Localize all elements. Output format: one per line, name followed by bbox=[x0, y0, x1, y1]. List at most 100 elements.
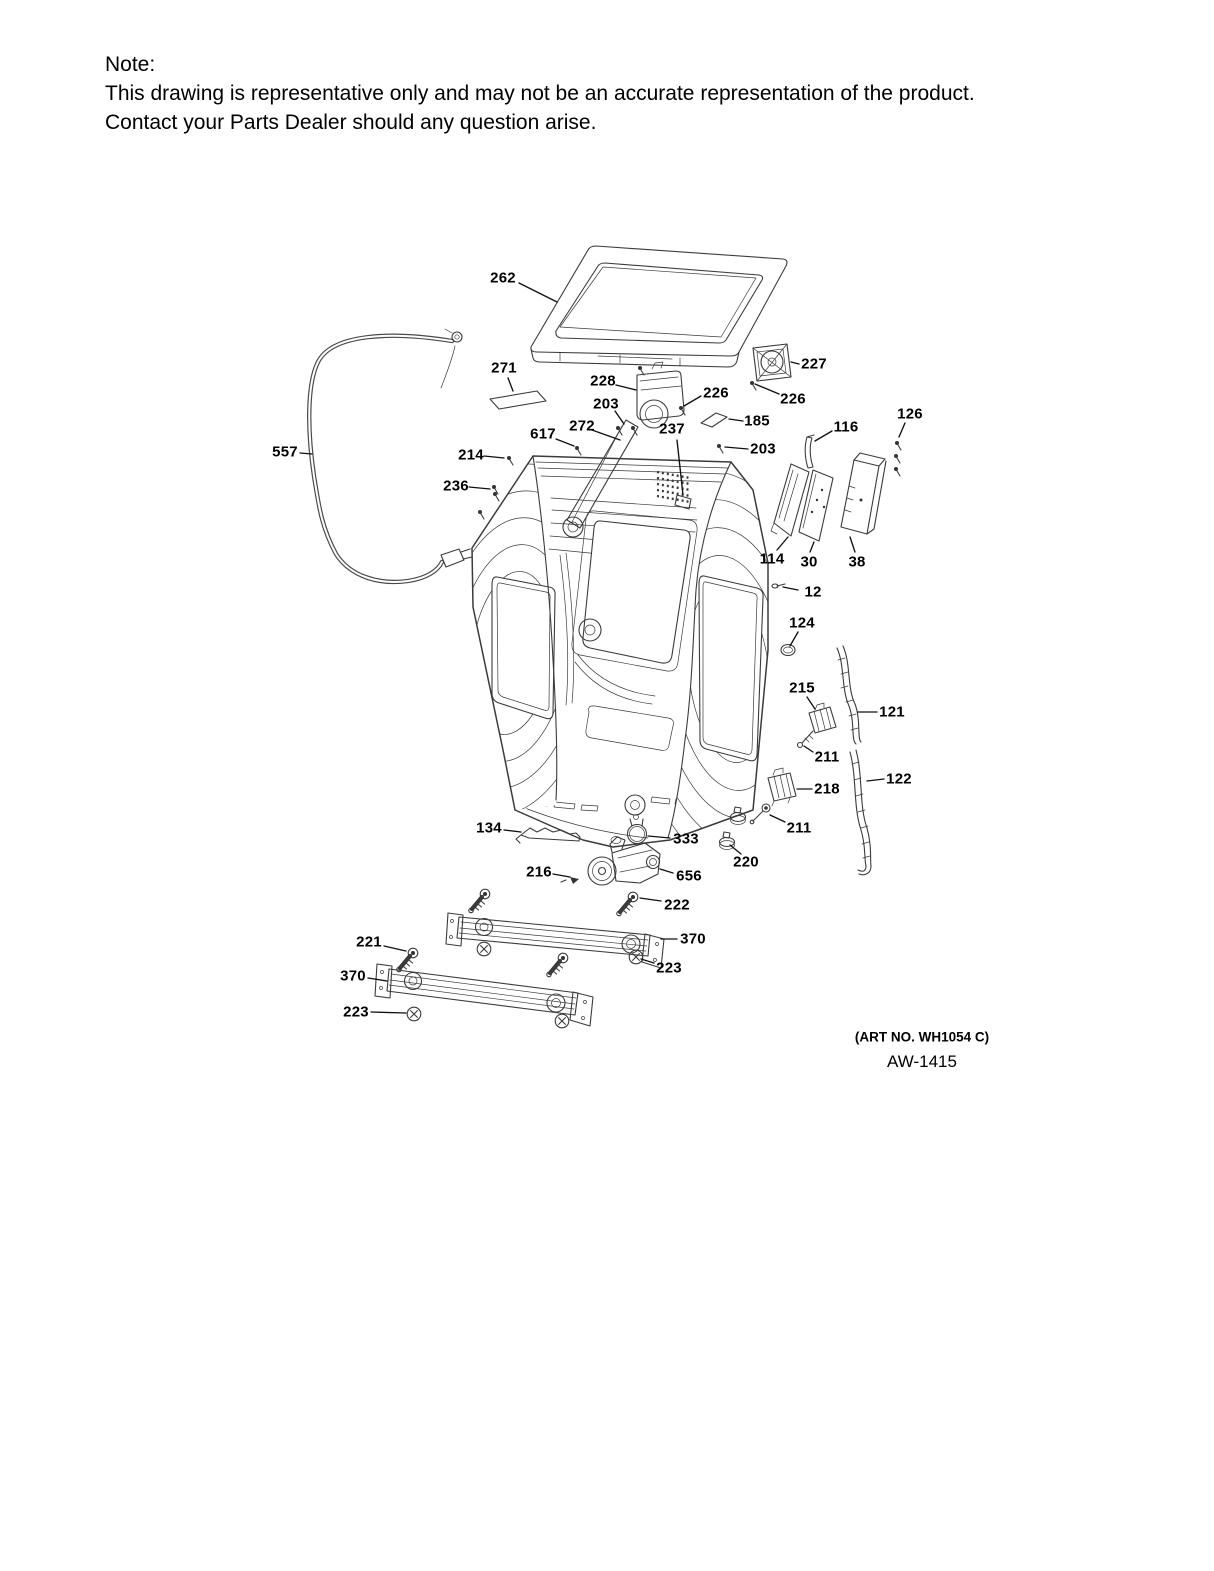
leader-221-35 bbox=[383, 945, 407, 952]
leader-12-20 bbox=[782, 586, 799, 591]
leader-222-33 bbox=[639, 897, 662, 902]
callout-203-14: 203 bbox=[750, 440, 776, 458]
part-12-art bbox=[771, 583, 786, 589]
callout-12-20: 12 bbox=[804, 583, 822, 601]
callout-220-28: 220 bbox=[733, 853, 759, 871]
callout-122-25: 122 bbox=[886, 770, 912, 788]
callout-227-7: 227 bbox=[801, 355, 827, 373]
leader-122-25 bbox=[866, 778, 885, 782]
part-222-art bbox=[617, 892, 638, 916]
leader-114-17 bbox=[776, 536, 789, 551]
callout-237-13: 237 bbox=[659, 420, 685, 438]
callout-203-4: 203 bbox=[593, 395, 619, 413]
callout-226-6: 226 bbox=[780, 390, 806, 408]
part-262-art bbox=[530, 245, 788, 368]
part-333-art bbox=[626, 814, 648, 845]
screw-617 bbox=[574, 445, 582, 456]
part-38-art bbox=[840, 452, 887, 535]
screw-203-right bbox=[716, 443, 724, 454]
callout-211-24: 211 bbox=[814, 748, 840, 766]
part-272-art bbox=[566, 419, 639, 529]
leader-656-32 bbox=[659, 868, 674, 874]
part-114-art bbox=[770, 463, 810, 537]
leader-216-31 bbox=[552, 873, 571, 878]
callout-226-5: 226 bbox=[703, 384, 729, 402]
callout-216-31: 216 bbox=[526, 863, 552, 881]
part-227-art bbox=[752, 343, 792, 382]
part-271-art bbox=[489, 390, 547, 410]
note-title: Note: bbox=[105, 53, 156, 76]
callout-114-17: 114 bbox=[759, 550, 785, 568]
leader-30-18 bbox=[809, 541, 815, 553]
callout-271-1: 271 bbox=[491, 359, 517, 377]
callout-370-37: 370 bbox=[340, 967, 366, 985]
leader-262-0 bbox=[518, 282, 558, 303]
callout-223-36: 223 bbox=[656, 959, 682, 977]
leader-223-36 bbox=[640, 958, 655, 964]
callout-223-38: 223 bbox=[343, 1003, 369, 1021]
part-223-screw1 bbox=[476, 941, 492, 957]
callout-656-32: 656 bbox=[676, 867, 702, 885]
leader-370-37 bbox=[367, 977, 388, 982]
part-185-art bbox=[700, 412, 728, 428]
leader-333-30 bbox=[647, 835, 671, 839]
screw-226-right bbox=[749, 380, 757, 391]
part-121-art bbox=[836, 645, 862, 745]
callout-222-33: 222 bbox=[664, 896, 690, 914]
callout-214-15: 214 bbox=[458, 446, 484, 464]
part-223-screw4 bbox=[554, 1013, 570, 1029]
leader-116-9 bbox=[814, 430, 833, 442]
callout-215-22: 215 bbox=[789, 679, 815, 697]
callout-126-10: 126 bbox=[897, 405, 923, 423]
callout-228-3: 228 bbox=[590, 372, 616, 390]
callout-211-27: 211 bbox=[786, 819, 812, 837]
part-124-art bbox=[780, 643, 796, 657]
screw-left-extra bbox=[477, 509, 485, 520]
leader-237-13 bbox=[676, 439, 684, 496]
art-number: (ART NO. WH1054 C) bbox=[854, 1029, 990, 1045]
leader-226-5 bbox=[683, 395, 702, 407]
leader-214-15 bbox=[483, 455, 505, 459]
callout-218-26: 218 bbox=[814, 780, 840, 798]
part-223-screw3 bbox=[406, 1006, 422, 1022]
leader-617-11 bbox=[555, 438, 575, 447]
part-leg-upper-left bbox=[469, 889, 490, 913]
leader-124-21 bbox=[789, 631, 799, 647]
leader-203-14 bbox=[724, 446, 749, 450]
part-122-art bbox=[849, 749, 872, 876]
callout-557-2: 557 bbox=[272, 443, 298, 461]
part-leg-lower-right bbox=[547, 953, 568, 977]
callout-221-35: 221 bbox=[356, 933, 382, 951]
note-line2: Contact your Parts Dealer should any que… bbox=[105, 111, 597, 134]
callout-617-11: 617 bbox=[530, 425, 556, 443]
leader-lines bbox=[299, 282, 906, 1014]
leader-226-6 bbox=[754, 383, 780, 395]
part-211b-art bbox=[749, 803, 771, 825]
leader-228-3 bbox=[615, 384, 637, 391]
callout-185-8: 185 bbox=[744, 412, 770, 430]
callout-116-9: 116 bbox=[833, 418, 859, 436]
callout-262-0: 262 bbox=[490, 269, 516, 287]
part-126-art bbox=[893, 440, 902, 477]
callout-272-12: 272 bbox=[569, 417, 595, 435]
note-block: Note: This drawing is representative onl… bbox=[105, 50, 975, 137]
leader-272-12 bbox=[591, 429, 621, 441]
part-218-art bbox=[767, 767, 797, 807]
note-line1: This drawing is representative only and … bbox=[105, 82, 975, 105]
part-557-art bbox=[307, 328, 473, 585]
leader-38-19 bbox=[849, 536, 856, 553]
callout-134-29: 134 bbox=[476, 819, 502, 837]
part-221-art bbox=[397, 948, 418, 972]
leader-203-4 bbox=[614, 410, 625, 425]
leader-227-7 bbox=[790, 361, 800, 365]
callout-38-19: 38 bbox=[848, 553, 866, 571]
callout-370-34: 370 bbox=[680, 930, 706, 948]
leader-134-29 bbox=[503, 829, 522, 833]
callout-30-18: 30 bbox=[800, 553, 818, 571]
callout-124-21: 124 bbox=[789, 614, 815, 632]
drawing-number: AW-1415 bbox=[887, 1052, 957, 1071]
callout-236-16: 236 bbox=[443, 477, 469, 495]
leader-211-27 bbox=[769, 814, 786, 823]
